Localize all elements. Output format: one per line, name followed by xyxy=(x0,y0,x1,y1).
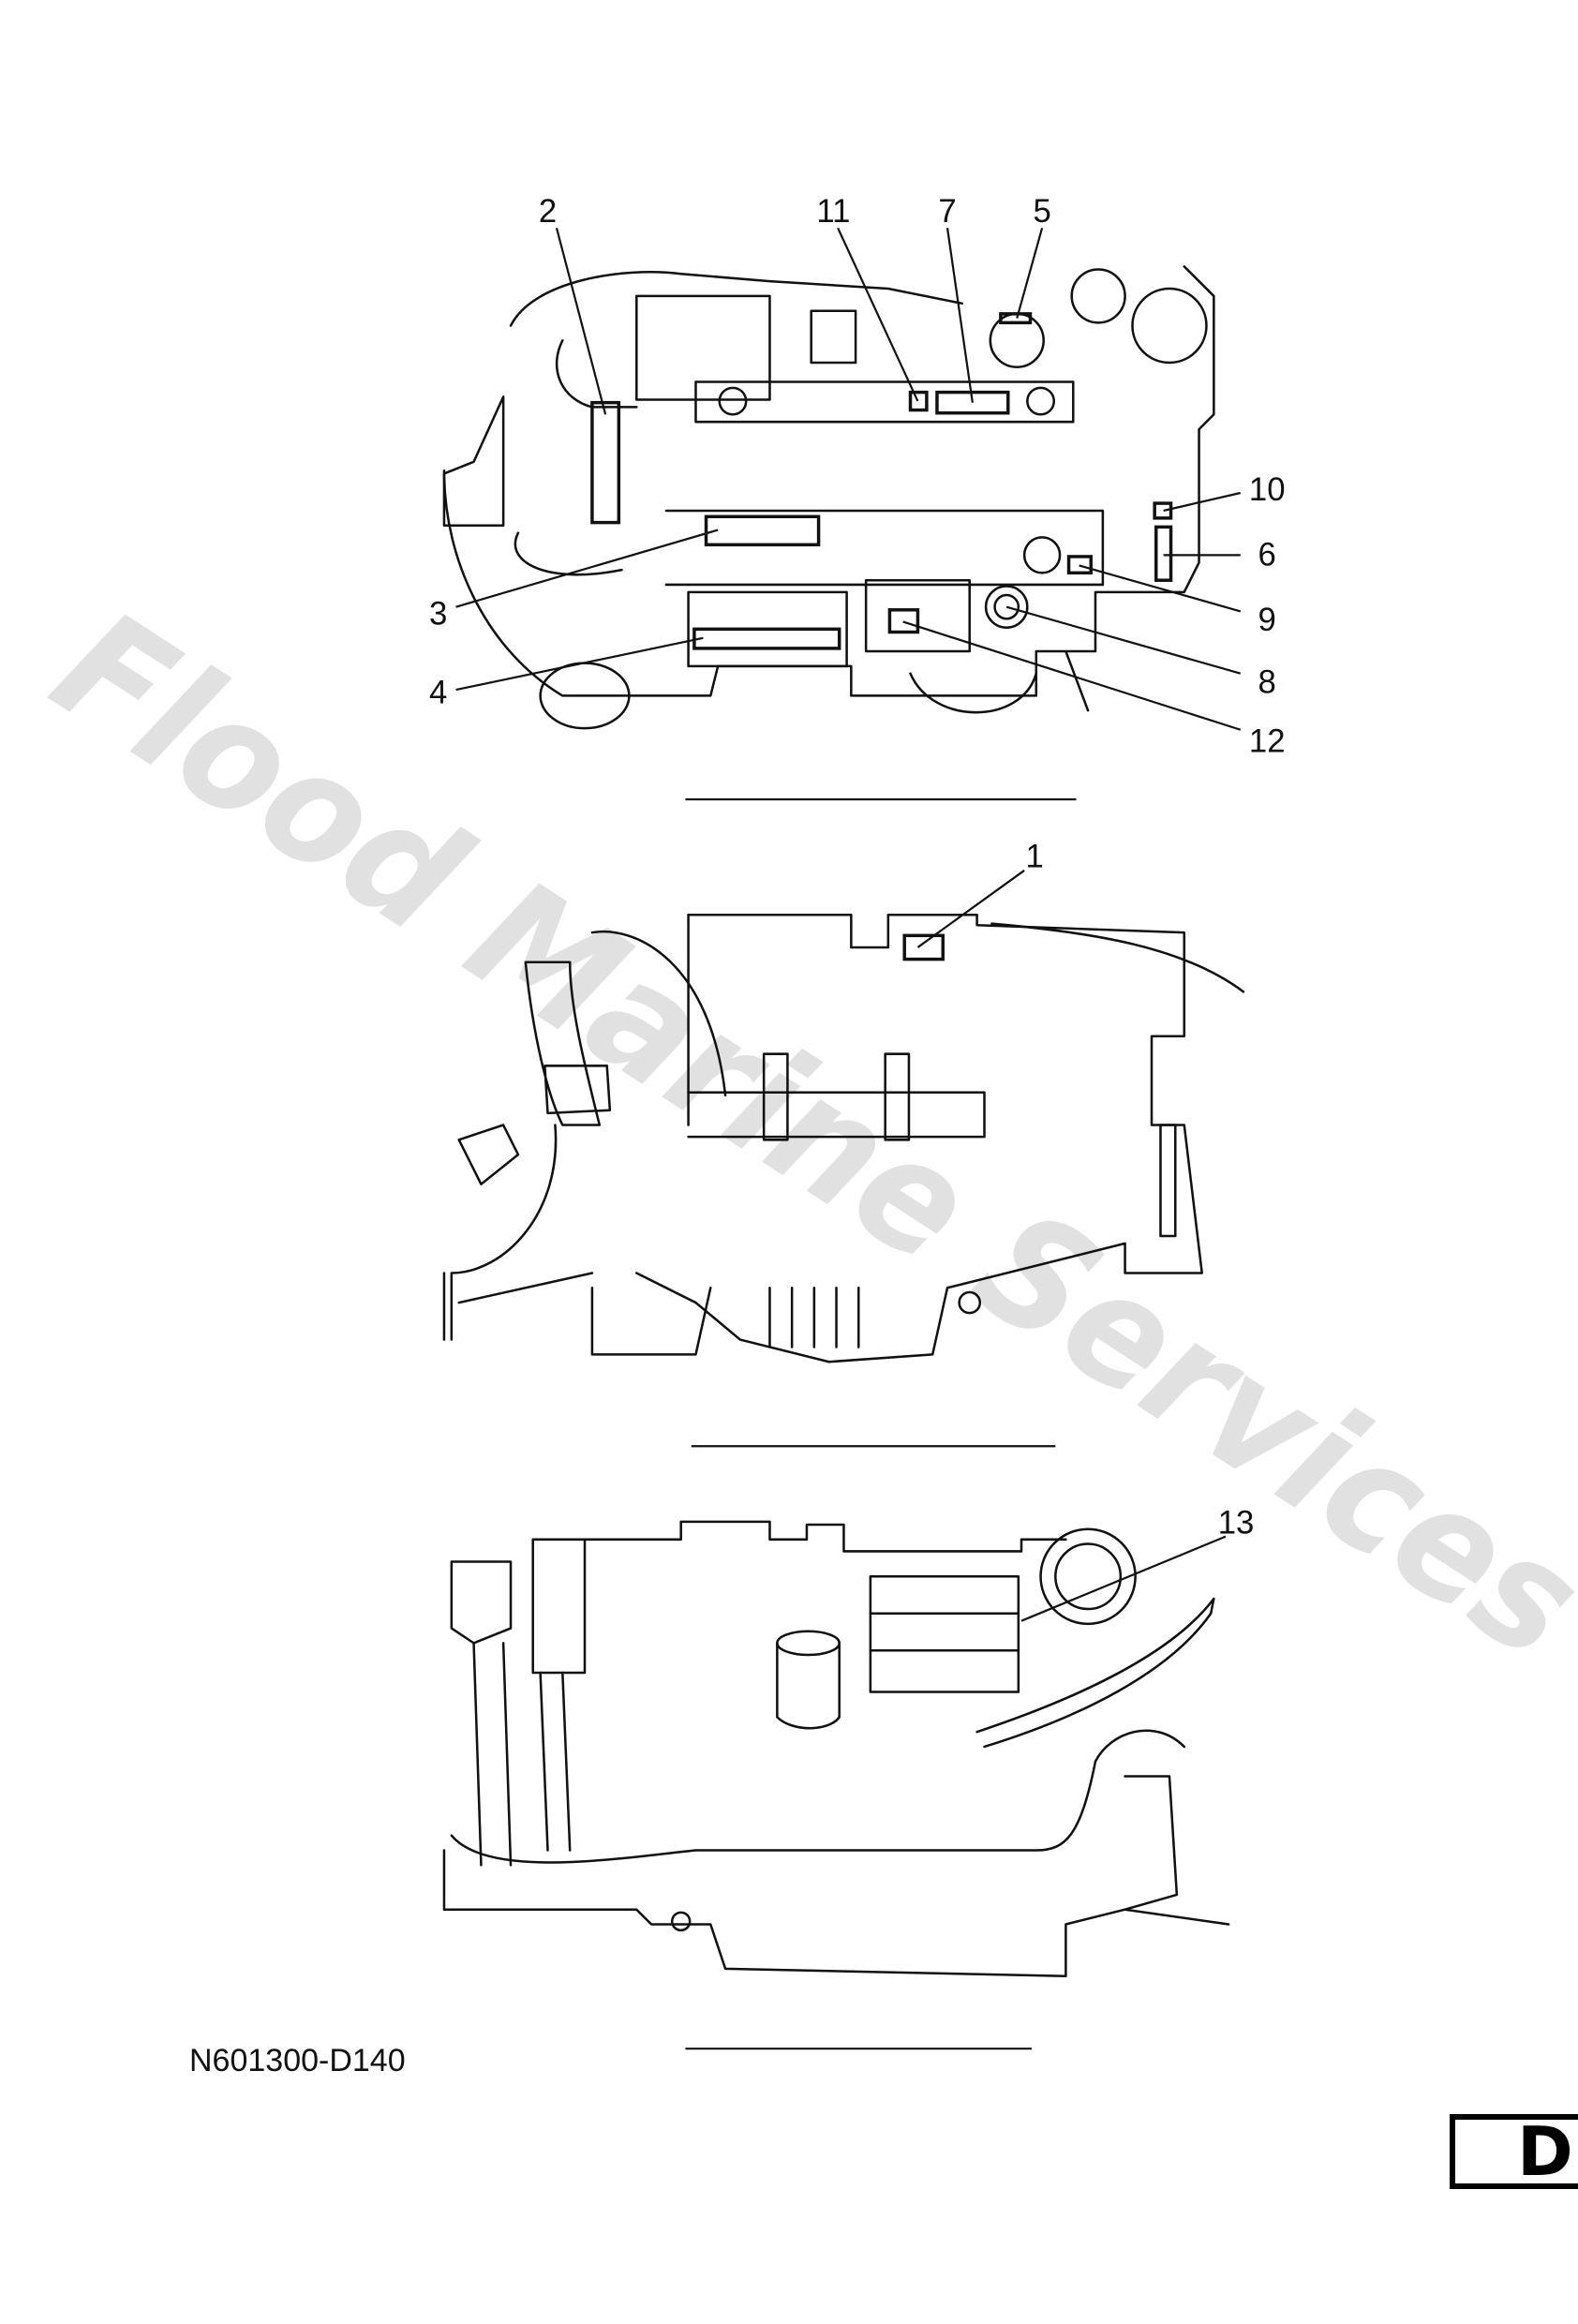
callout-4: 4 xyxy=(429,675,447,710)
callout-7: 7 xyxy=(938,194,956,230)
callout-11: 11 xyxy=(816,194,850,230)
top-view-engine xyxy=(442,265,1215,730)
drawing-code: N601300-D140 xyxy=(189,2043,406,2078)
rear-view-engine xyxy=(442,1520,1230,1978)
callout-3: 3 xyxy=(429,597,447,633)
top-view-leaders xyxy=(455,227,1242,731)
callout-1: 1 xyxy=(1026,840,1044,875)
callout-10: 10 xyxy=(1249,472,1286,508)
section-tab-letter: D xyxy=(1517,2112,1573,2191)
top-view-markers xyxy=(590,312,1173,650)
callout-8: 8 xyxy=(1258,664,1276,700)
callout-13: 13 xyxy=(1218,1505,1255,1541)
side-view-engine xyxy=(442,913,1245,1363)
callout-2: 2 xyxy=(539,194,557,230)
callout-9: 9 xyxy=(1258,603,1276,638)
callout-6: 6 xyxy=(1258,537,1276,573)
callout-5: 5 xyxy=(1033,194,1050,230)
section-tab: D xyxy=(1450,2114,1578,2189)
watermark: Flood Marine Services xyxy=(24,576,1578,1694)
callout-12: 12 xyxy=(1249,723,1286,759)
